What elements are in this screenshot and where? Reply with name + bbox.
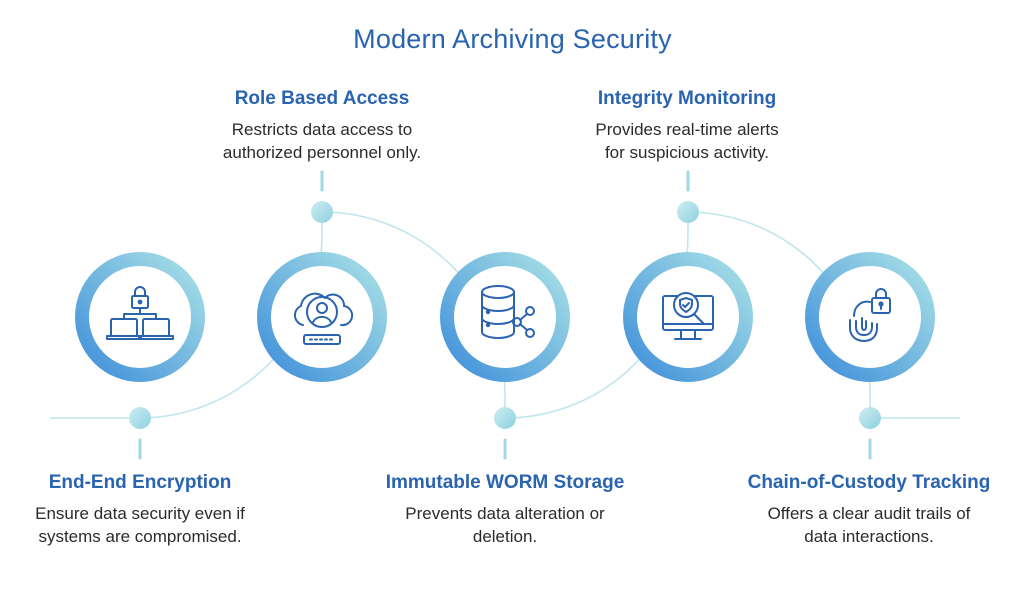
fingerprint-lock-icon <box>849 288 891 342</box>
database-share-icon <box>481 285 535 339</box>
connector-dot <box>129 407 151 429</box>
step-desc-line-1: Offers a clear audit trails of <box>767 504 971 523</box>
step-heading: Chain-of-Custody Tracking <box>747 472 991 493</box>
step-block-custody: Chain-of-Custody Tracking Offers a clear… <box>719 472 1019 548</box>
step-block-encryption: End-End Encryption Ensure data security … <box>0 472 290 548</box>
step-heading: Integrity Monitoring <box>597 88 777 109</box>
connector-dot <box>677 201 699 223</box>
step-desc-line-1: Prevents data alteration or <box>405 504 605 523</box>
connector-dot <box>859 407 881 429</box>
step-block-role-access: Role Based Access Restricts data access … <box>172 88 472 164</box>
connector-dot <box>494 407 516 429</box>
step-block-integrity: Integrity Monitoring Provides real-time … <box>537 88 837 164</box>
icon-ring <box>805 252 935 382</box>
step-desc-line-2: for suspicious activity. <box>604 143 770 162</box>
step-desc-line-2: data interactions. <box>804 527 934 546</box>
step-heading: End-End Encryption <box>48 472 232 493</box>
step-block-worm-storage: Immutable WORM Storage Prevents data alt… <box>355 472 655 548</box>
step-desc-line-1: Provides real-time alerts <box>595 120 779 139</box>
page-title: Modern Archiving Security <box>353 24 672 54</box>
icon-ring <box>75 252 205 382</box>
step-desc-line-2: systems are compromised. <box>38 527 242 546</box>
cloud-user-icon <box>293 292 354 345</box>
step-desc-line-2: authorized personnel only. <box>222 143 422 162</box>
step-heading: Immutable WORM Storage <box>385 472 625 493</box>
step-heading: Role Based Access <box>234 88 410 109</box>
network-lock-icon <box>106 286 174 340</box>
connector-dot <box>311 201 333 223</box>
step-desc-line-2: deletion. <box>472 527 538 546</box>
monitor-shield-search-icon <box>662 292 714 340</box>
step-desc-line-1: Restricts data access to <box>231 120 413 139</box>
icon-ring <box>440 252 570 382</box>
step-desc-line-1: Ensure data security even if <box>35 504 245 523</box>
